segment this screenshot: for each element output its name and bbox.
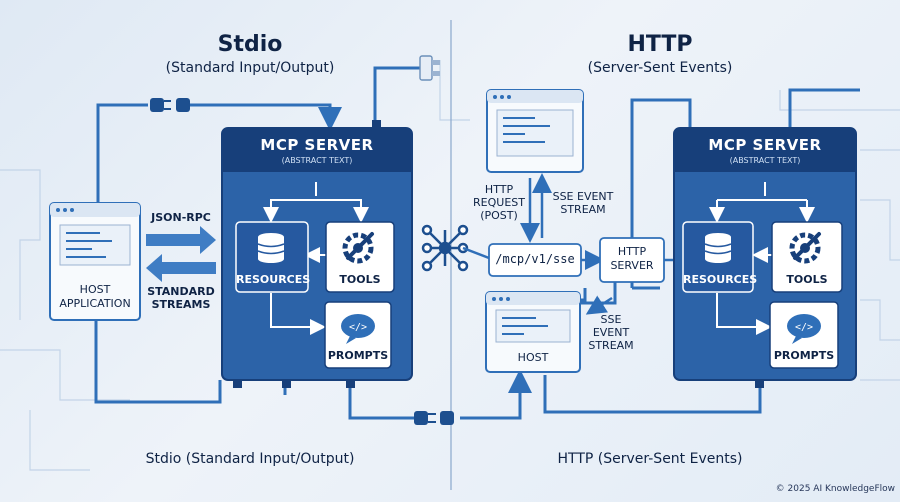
- sse-top-line2: STREAM: [560, 203, 606, 216]
- tools-label-right: TOOLS: [786, 273, 828, 286]
- resources-label-right: RESOURCES: [683, 273, 758, 286]
- right-host-label: HOST: [517, 351, 549, 364]
- left-server-subtitle: (ABSTRACT TEXT): [281, 156, 353, 165]
- http-request-line1: HTTP: [484, 183, 514, 196]
- prompts-card-right: </>: [769, 301, 839, 369]
- right-internal-arrows: [709, 182, 815, 335]
- http-server-line1: HTTP: [617, 245, 647, 258]
- bottom-host-window: [485, 291, 581, 373]
- plug-icon: [150, 98, 190, 112]
- left-title: Stdio: [217, 32, 283, 57]
- tools-card: [325, 221, 395, 293]
- sse-bottom-line3: STREAM: [588, 339, 634, 352]
- circuit-background: [0, 60, 900, 471]
- sse-bottom-line1: SSE: [600, 313, 622, 326]
- left-subtitle: (Standard Input/Output): [165, 60, 335, 76]
- host-label-line2: APPLICATION: [59, 297, 131, 310]
- http-request-line2: REQUEST: [473, 196, 525, 209]
- copyright: © 2025 AI KnowledgeFlow: [775, 484, 895, 494]
- endpoint-label: /mcp/v1/sse: [495, 252, 575, 266]
- right-title: HTTP: [627, 32, 693, 57]
- right-server-subtitle: (ABSTRACT TEXT): [729, 156, 801, 165]
- streams-label-line1: STANDARD: [147, 285, 215, 298]
- resources-card-right: [682, 221, 754, 293]
- tools-label: TOOLS: [339, 273, 381, 286]
- left-cables: [94, 66, 420, 420]
- plug-icon: [419, 55, 440, 81]
- sse-bottom-line2: EVENT: [592, 326, 630, 339]
- jsonrpc-arrow: [146, 226, 216, 254]
- prompts-card: </>: [324, 301, 392, 369]
- prompts-label: PROMPTS: [327, 349, 389, 362]
- top-client-window: [486, 89, 584, 173]
- streams-label-line2: STREAMS: [151, 298, 211, 311]
- plug-icon: [414, 411, 454, 425]
- left-bottom-label: Stdio (Standard Input/Output): [145, 451, 355, 467]
- right-cables: [460, 88, 860, 420]
- svg-text:</>: </>: [795, 322, 813, 333]
- resources-card: [235, 221, 309, 293]
- http-request-line3: (POST): [480, 209, 518, 222]
- left-internal-arrows: [263, 182, 369, 335]
- host-label-line1: HOST: [79, 283, 111, 296]
- sse-top-line1: SSE EVENT: [552, 190, 614, 203]
- host-application: [49, 202, 141, 321]
- right-subtitle: (Server-Sent Events): [587, 60, 733, 76]
- tools-card-right: [771, 221, 843, 293]
- request-arrows: [520, 173, 552, 243]
- network-hub-icon: [421, 224, 469, 272]
- right-server-title: MCP SERVER: [708, 136, 822, 154]
- http-server-line2: SERVER: [610, 259, 654, 272]
- left-server-title: MCP SERVER: [260, 136, 374, 154]
- right-bottom-label: HTTP (Server-Sent Events): [557, 451, 743, 467]
- standard-streams-arrow: [146, 254, 216, 282]
- jsonrpc-label: JSON-RPC: [151, 211, 211, 224]
- resources-label: RESOURCES: [236, 273, 311, 286]
- prompts-label-right: PROMPTS: [773, 349, 835, 362]
- svg-text:</>: </>: [349, 322, 367, 333]
